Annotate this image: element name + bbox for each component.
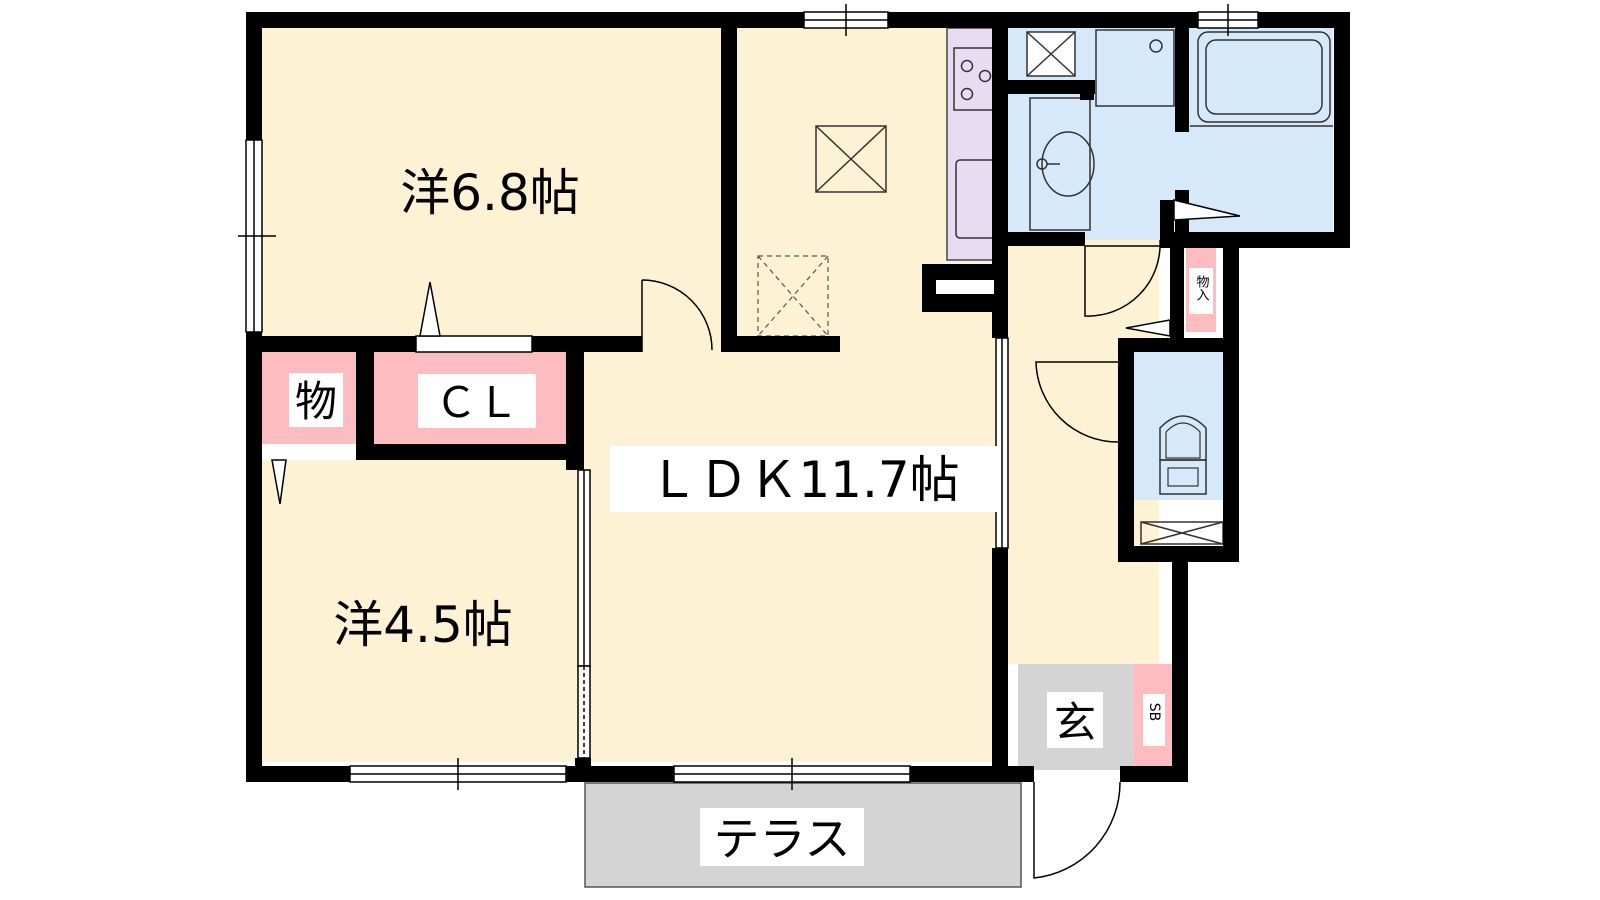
wall-washroom-divider (1080, 80, 1094, 100)
walls (246, 12, 1350, 782)
label-closet: ＣＬ (435, 378, 519, 427)
fridge-slot (936, 280, 994, 294)
door-marker-storage (271, 459, 287, 505)
bathroom-floor (1175, 24, 1333, 234)
wall-bath-right (1334, 12, 1350, 248)
toilet-bowl-icon (1159, 415, 1207, 461)
label-shoe-box: SB (1146, 703, 1162, 722)
label-storage-hall: 物入 (1194, 275, 1210, 301)
door-marker-bath (1173, 199, 1241, 221)
wall-top-3 (1258, 12, 1350, 28)
label-entrance-bg (1047, 692, 1103, 748)
wall-kitchen-right (992, 12, 1008, 338)
wall-entrance-right (1172, 562, 1188, 782)
door-entrance[interactable] (1033, 781, 1121, 879)
wall-storage-left (1170, 244, 1184, 338)
labels: 洋6.8帖 洋4.5帖 ＬＤＫ11.7帖 物 ＣＬ 物入 玄 SB テラス (289, 164, 1213, 866)
wall-toilet-top (1118, 338, 1239, 352)
wall-bottom-1 (246, 766, 350, 782)
label-storage-small: 物 (295, 377, 337, 426)
label-western-room-1: 洋6.8帖 (400, 164, 580, 222)
wall-closet-right (566, 336, 584, 470)
wall-toilet-bottom (1118, 546, 1239, 562)
wall-closet-divider (356, 336, 374, 460)
wall-bottom-3 (910, 766, 1034, 782)
burner-2 (978, 69, 992, 83)
wall-room2-right-bottom (575, 758, 591, 782)
label-ldk-bg (610, 446, 998, 512)
door-room1[interactable] (641, 279, 713, 352)
vent-cross-b (815, 125, 887, 193)
label-storage-hall-bg (1189, 268, 1213, 314)
toilet-floor (1133, 352, 1223, 500)
door-toilet[interactable] (1035, 361, 1119, 443)
western-room-2-floor (260, 460, 580, 762)
label-terrace-bg (700, 808, 864, 866)
bathtub-icon (1197, 31, 1331, 123)
wall-bath-left-upper (1175, 12, 1189, 132)
toilet-tank-inner (1167, 467, 1199, 487)
sliding-door-closet[interactable] (415, 335, 533, 353)
wall-bottom-2 (566, 766, 674, 782)
wall-toilet-left (1118, 338, 1134, 562)
wall-ldk-right-lower (992, 548, 1008, 782)
wall-room1-bottom-c (722, 336, 840, 352)
wall-room1-bottom-b (532, 336, 642, 352)
washing-machine-drain (1149, 39, 1163, 53)
washing-machine-icon (1095, 29, 1175, 107)
door-marker-hall-storage (1125, 319, 1171, 337)
wall-left (246, 12, 262, 782)
wall-bottom-4 (1120, 766, 1188, 782)
wall-washroom-bottom (1005, 232, 1085, 246)
label-closet-bg (418, 374, 536, 428)
door-washroom[interactable] (1084, 239, 1161, 317)
wall-top-1 (246, 12, 804, 28)
wall-room1-bottom-a (246, 336, 416, 352)
tvent-b (1140, 521, 1224, 545)
label-western-room-2: 洋4.5帖 (333, 596, 513, 654)
washbasin-icon (1029, 97, 1091, 231)
wall-storage-bottom-short (246, 444, 260, 460)
fixtures (757, 29, 1333, 545)
wall-washroom-vent-bottom (1005, 80, 1095, 94)
wvent-b (1026, 31, 1076, 77)
label-shoe-box-bg (1143, 694, 1165, 746)
wall-top-2 (888, 12, 1198, 28)
label-storage-small-bg (289, 373, 343, 427)
wall-room1-right (721, 12, 737, 352)
sliding-doors (415, 335, 1009, 759)
door-marker-closet (419, 281, 441, 337)
label-entrance: 玄 (1054, 698, 1096, 747)
burner-3 (960, 87, 974, 101)
ldk-floor (580, 336, 995, 762)
wall-hall-right-upper (1223, 232, 1239, 562)
washbasin-bowl (1041, 131, 1095, 197)
swing-doors (271, 199, 1241, 879)
western-room-1-floor (260, 24, 737, 336)
bathtub-inner (1205, 39, 1323, 115)
vent-icon (815, 125, 887, 193)
label-ldk: ＬＤＫ11.7帖 (648, 451, 959, 509)
windows (238, 4, 1259, 790)
toilet-bowl-inner (1165, 422, 1201, 459)
wall-closet-bottom (356, 444, 584, 460)
wall-washroom-right-bottom (1160, 200, 1174, 248)
burner-1 (960, 59, 974, 73)
label-terrace: テラス (713, 812, 850, 866)
